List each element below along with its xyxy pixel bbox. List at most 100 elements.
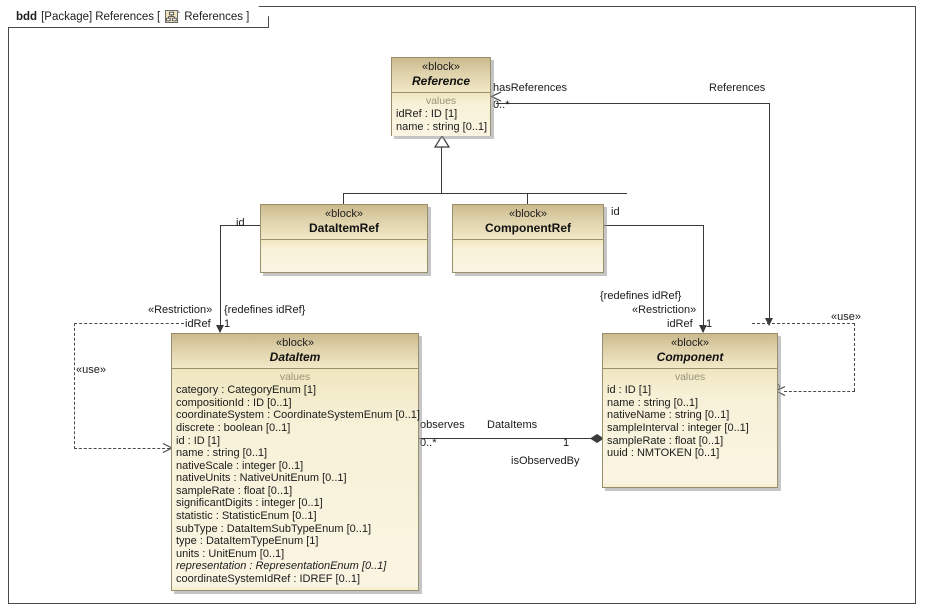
id-right-arrowhead (699, 325, 707, 333)
diagram-open-bracket: [ (157, 10, 161, 23)
property-item: sampleInterval : integer [0..1] (607, 421, 749, 434)
id-left-arrowhead (216, 325, 224, 333)
block-componentref-name: ComponentRef (485, 220, 571, 235)
redefines-right-label: {redefines idRef} (600, 290, 682, 302)
use-left-bottom-dashed (74, 448, 170, 449)
diagram-package-name: References (95, 10, 155, 23)
block-component[interactable]: «block» Component values id : ID [1] nam… (602, 333, 778, 488)
has-references-line-vertical (769, 103, 770, 325)
redefines-left-label: {redefines idRef} (224, 304, 306, 316)
property-item: category : CategoryEnum [1] (176, 384, 317, 397)
property-item: sampleRate : float [0..1] (176, 484, 293, 497)
block-dataitemref-name: DataItemRef (308, 220, 380, 235)
property-item: nativeName : string [0..1] (607, 409, 730, 422)
references-label: References (709, 82, 766, 94)
property-item: nativeScale : integer [0..1] (176, 459, 304, 472)
idref-left-multiplicity: 1 (224, 318, 231, 330)
generalization-bus-horizontal (343, 193, 627, 194)
has-references-arrowhead (765, 318, 773, 326)
block-reference-name: Reference (411, 73, 471, 88)
idref-right-multiplicity: 1 (706, 318, 713, 330)
block-component-property-list: id : ID [1] name : string [0..1] nativeN… (603, 384, 777, 463)
diagram-close-bracket: ] (246, 10, 250, 23)
block-reference-compartment-title: values (425, 95, 457, 108)
property-item: discrete : boolean [0..1] (176, 421, 291, 434)
property-item: nativeUnits : NativeUnitEnum [0..1] (176, 472, 347, 485)
block-component-compartment-title: values (674, 371, 706, 384)
block-componentref-header: «block» ComponentRef (453, 205, 603, 241)
restriction-right-label: «Restriction» (632, 304, 697, 316)
property-item: type : DataItemTypeEnum [1] (176, 535, 319, 548)
block-dataitem-header: «block» DataItem (172, 334, 418, 370)
property-item: coordinateSystemIdRef : IDREF [0..1] (176, 573, 361, 586)
block-component-header: «block» Component (603, 334, 777, 370)
use-left-top-dashed (74, 323, 184, 324)
block-dataitemref[interactable]: «block» DataItemRef (260, 204, 428, 273)
diagram-frame-heading: bdd [Package] References [ References ] (8, 6, 269, 28)
has-references-line-horizontal (496, 103, 770, 104)
id-right-line-horizontal (604, 225, 703, 226)
property-item: coordinateSystem : CoordinateSystemEnum … (176, 409, 420, 422)
has-references-multiplicity: 0..* (493, 99, 510, 111)
property-item: name : string [0..1] (176, 447, 268, 460)
block-dataitemref-header: «block» DataItemRef (261, 205, 427, 241)
use-right-top-dashed (752, 323, 855, 324)
use-left-vertical-dashed (74, 323, 75, 449)
diagram-package-keyword: [Package] (41, 10, 93, 23)
dataitems-aggregation-diamond-icon (590, 434, 604, 443)
restriction-left-label: «Restriction» (148, 304, 213, 316)
block-reference-header: «block» Reference (392, 58, 490, 94)
id-right-line-vertical (703, 225, 704, 332)
generalization-branch-dataitemref (343, 193, 344, 205)
property-item: id : ID [1] (176, 434, 221, 447)
block-definition-diagram-icon (165, 10, 180, 24)
generalization-triangle-icon (434, 135, 450, 148)
is-observed-by-label: isObservedBy (511, 455, 580, 467)
generalization-stem-vertical (441, 146, 442, 193)
id-left-label: id (236, 217, 245, 229)
block-reference[interactable]: «block» Reference values idRef : ID [1] … (391, 57, 491, 137)
property-item: name : string [0..1] (607, 396, 699, 409)
property-item: representation : RepresentationEnum [0..… (176, 560, 387, 573)
property-item: subType : DataItemSubTypeEnum [0..1] (176, 522, 372, 535)
block-componentref-stereotype: «block» (509, 208, 547, 220)
block-dataitemref-body (261, 240, 427, 273)
use-left-label: «use» (76, 364, 106, 376)
block-reference-property-list: idRef : ID [1] name : string [0..1] (392, 108, 490, 136)
block-dataitem-property-list: category : CategoryEnum [1] compositionI… (172, 384, 420, 589)
property-item: uuid : NMTOKEN [0..1] (607, 447, 720, 460)
id-right-label: id (611, 206, 620, 218)
property-item: sampleRate : float [0..1] (607, 434, 724, 447)
property-item: name : string [0..1] (396, 120, 488, 133)
diagram-kind: bdd (16, 10, 38, 23)
dataitems-label: DataItems (487, 419, 538, 431)
property-item: significantDigits : integer [0..1] (176, 497, 323, 510)
block-componentref[interactable]: «block» ComponentRef (452, 204, 604, 273)
idref-left-label: idRef (185, 318, 211, 330)
block-component-values-compartment: values id : ID [1] name : string [0..1] … (603, 369, 777, 485)
block-componentref-body (453, 240, 603, 273)
id-left-line-horizontal (220, 225, 260, 226)
block-dataitem-name: DataItem (269, 349, 321, 364)
block-reference-stereotype: «block» (422, 61, 460, 73)
property-item: compositionId : ID [0..1] (176, 396, 292, 409)
block-component-stereotype: «block» (671, 337, 709, 349)
block-dataitem-values-compartment: values category : CategoryEnum [1] compo… (172, 369, 420, 589)
has-references-label: hasReferences (493, 82, 567, 94)
block-reference-values-compartment: values idRef : ID [1] name : string [0..… (392, 93, 490, 137)
dataitems-multiplicity: 1 (563, 437, 570, 449)
observes-multiplicity: 0..* (420, 437, 437, 449)
block-dataitem[interactable]: «block» DataItem values category : Categ… (171, 333, 420, 591)
use-right-label: «use» (831, 311, 861, 323)
property-item: statistic : StatisticEnum [0..1] (176, 510, 317, 523)
observes-label: observes (420, 419, 465, 431)
block-dataitem-stereotype: «block» (276, 337, 314, 349)
property-item: idRef : ID [1] (396, 108, 458, 121)
block-dataitem-compartment-title: values (279, 371, 311, 384)
property-item: id : ID [1] (607, 384, 652, 397)
use-right-bottom-dashed (784, 391, 855, 392)
id-left-line-vertical (220, 225, 221, 332)
idref-right-label: idRef (667, 318, 693, 330)
generalization-branch-componentref (527, 193, 528, 205)
